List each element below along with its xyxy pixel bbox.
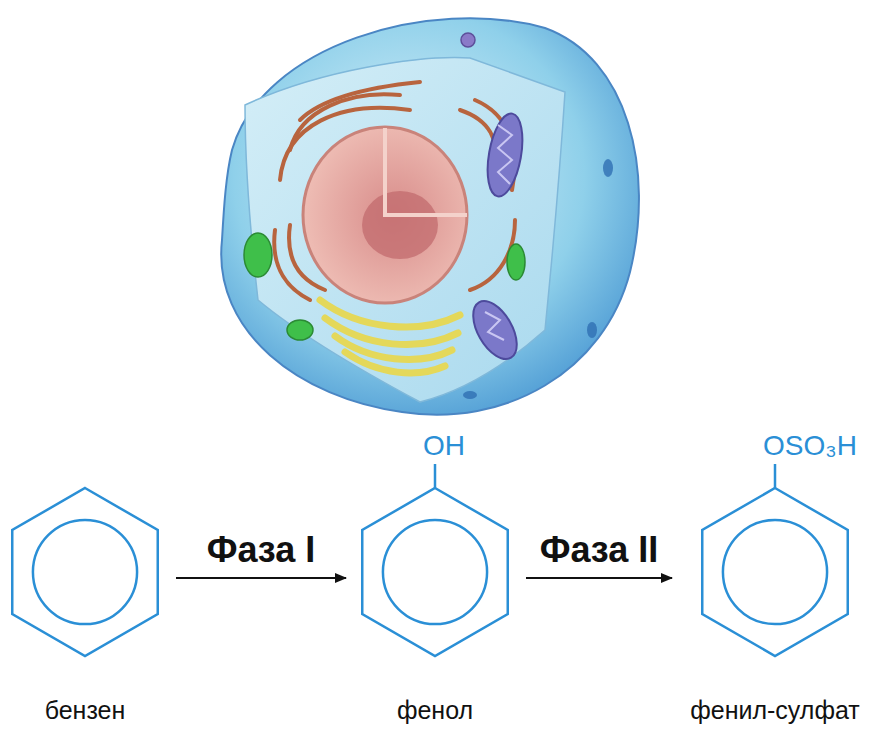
benzene-ring — [8, 478, 162, 730]
benzene-ring — [358, 426, 512, 730]
phase-label: Фаза I — [207, 530, 316, 570]
structure-node: OSO₃H фенил-сулфат — [684, 426, 866, 730]
nucleolus — [362, 191, 438, 259]
cell-membrane — [221, 18, 639, 414]
compound-name: бензен — [45, 694, 126, 726]
aromatic-circle — [33, 520, 137, 624]
benzene-ring — [684, 426, 866, 730]
phase-arrow — [176, 577, 346, 579]
phase-label: Фаза II — [540, 530, 659, 570]
aromatic-circle — [723, 520, 827, 624]
compound-name: фенол — [397, 694, 473, 726]
substituent: OH — [423, 430, 465, 462]
substituent: OSO₃H — [763, 430, 857, 462]
structure-node: OH фенол — [358, 426, 512, 730]
golgi-apparatus — [320, 300, 460, 373]
mitochondria — [464, 111, 528, 366]
centrosome — [461, 33, 475, 47]
compound-name: фенил-сулфат — [690, 694, 860, 726]
vesicles — [244, 233, 525, 340]
phase-arrow — [526, 577, 672, 579]
bond-line — [774, 464, 777, 488]
nucleus — [303, 127, 467, 303]
bond-line — [434, 464, 437, 488]
ring-hexagon — [702, 488, 847, 656]
ring-hexagon — [362, 488, 507, 656]
aromatic-circle — [383, 520, 487, 624]
nuclear-cut — [385, 128, 467, 215]
membrane-pores — [463, 159, 613, 399]
structure-node: бензен — [8, 478, 162, 730]
cut-face — [245, 58, 565, 402]
ring-hexagon — [12, 488, 157, 656]
